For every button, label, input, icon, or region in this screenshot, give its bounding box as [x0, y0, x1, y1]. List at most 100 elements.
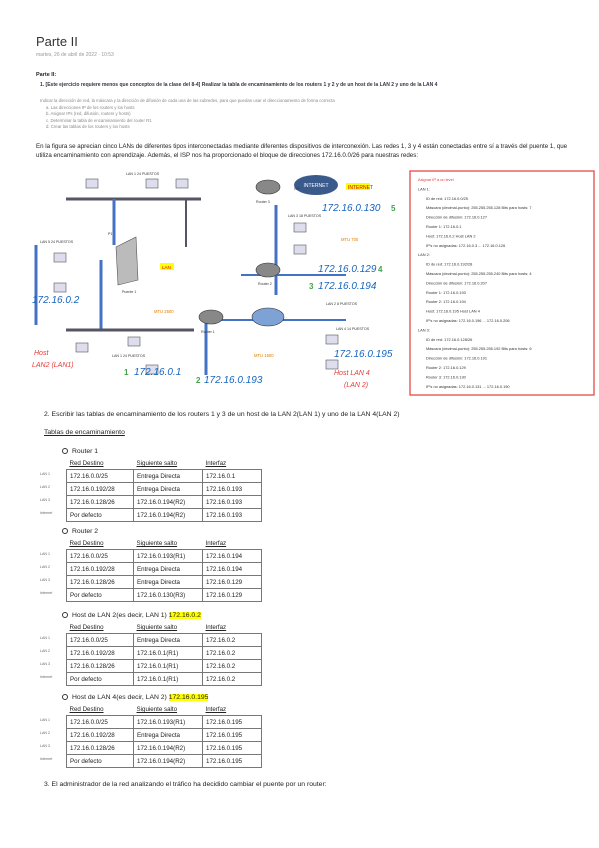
- router2-label: Router 2: [258, 282, 272, 286]
- table-cell: 172.16.0.194(R2): [133, 741, 203, 755]
- bullet: Indicar la dirección de red, la máscara …: [40, 98, 335, 103]
- bullet-icon: [62, 528, 68, 535]
- column-header: Interfaz: [205, 540, 227, 547]
- table-cell: Entrega Directa: [133, 482, 203, 496]
- row-side-label: Internet: [40, 675, 53, 679]
- internet-label: INTERNET: [304, 183, 329, 189]
- row-side-label: LAN 3: [40, 498, 50, 502]
- table-cell: Entrega Directa: [133, 562, 203, 576]
- diagram-note: ID de red: 172.16.0.192/28: [426, 262, 472, 267]
- table-cell: 172.16.0.193(R1): [133, 715, 203, 729]
- table-title: Host de LAN 4(es decir, LAN 2): [72, 694, 169, 701]
- router3-label: Router 3: [256, 200, 270, 204]
- table-cell: 172.16.0.192/28: [66, 482, 134, 496]
- hw-ip-r2a: 172.16.0.129: [318, 264, 377, 275]
- table-cell: 172.16.0.129: [202, 575, 262, 589]
- diagram-note: Router 3: 172.16.0.130: [426, 374, 467, 379]
- diagram-note: Dirección de difusión: 172.16.0.127: [426, 215, 487, 220]
- highlighted-ip: 172.16.0.2: [168, 612, 201, 619]
- table-cell: 172.16.0.2: [202, 633, 262, 647]
- table-cell: 172.16.0.128/26: [66, 741, 134, 755]
- diagram-note: Router 2: 172.16.0.194: [426, 299, 467, 304]
- table-title: Host de LAN 2(es decir, LAN 1): [72, 612, 169, 619]
- row-side-label: LAN 3: [40, 578, 50, 582]
- table-cell: Por defecto: [66, 754, 134, 768]
- table-cell: 172.16.0.1(R1): [133, 646, 203, 660]
- hw-ip-host4: 172.16.0.195: [334, 349, 393, 360]
- table-cell: 172.16.0.194(R2): [133, 754, 203, 768]
- bullet: d. Crear las tablas de los routers y los…: [46, 124, 130, 129]
- table-title: Router 1: [72, 448, 99, 455]
- table-cell: Entrega Directa: [133, 633, 203, 647]
- hw-ip-r1a: 172.16.0.1: [134, 367, 181, 378]
- table-cell: 172.16.0.194: [202, 549, 262, 563]
- table-cell: 172.16.0.129: [202, 588, 262, 602]
- network-diagram: INTERNET INTERNET LAN LAN 1 24 PUESTOS L…: [32, 170, 595, 396]
- table-cell: 172.16.0.0/25: [66, 715, 134, 729]
- row-side-label: Internet: [40, 591, 53, 595]
- table-cell: 172.16.0.194: [202, 562, 262, 576]
- diagram-note: Host: 172.16.0.2 Host LAN 2: [426, 233, 476, 238]
- hw-num-5: 5: [391, 204, 396, 213]
- table-cell: Entrega Directa: [133, 469, 203, 483]
- diagram-note: Host: 172.16.0.195 Host LAN 4: [426, 309, 481, 314]
- bullet-icon: [62, 694, 68, 701]
- lan5b-label: LAN 1 24 PUESTOS: [112, 354, 146, 358]
- table-cell: 172.16.0.1(R1): [133, 659, 203, 673]
- hw-ip-r3: 172.16.0.130: [322, 203, 381, 214]
- mtu2500-label: MTU 2500: [154, 309, 174, 314]
- row-side-label: LAN 1: [40, 636, 50, 640]
- lan-tag: LAN: [162, 265, 171, 270]
- column-header: Interfaz: [205, 706, 227, 713]
- table-cell: 172.16.0.2: [202, 659, 262, 673]
- diagram-note: Router 2: 172.16.0.129: [426, 365, 466, 370]
- table-cell: 172.16.0.192/28: [66, 728, 134, 742]
- table-cell: 172.16.0.128/26: [66, 495, 134, 509]
- diagram-note: LAN 1:: [418, 186, 430, 191]
- hw-num-1: 1: [124, 368, 129, 377]
- row-side-label: LAN 1: [40, 472, 50, 476]
- hw-host-lan4-b: (LAN 2): [344, 382, 368, 389]
- diagram-note: Dirección de difusión: 172.16.0.207: [426, 280, 487, 285]
- hw-num-3: 3: [309, 282, 314, 291]
- column-header: Interfaz: [205, 624, 227, 631]
- table-cell: 172.16.0.193: [202, 495, 262, 509]
- table-cell: 172.16.0.0/25: [66, 469, 134, 483]
- isp-label: ISP: [294, 187, 300, 191]
- diagram-note: IP's no asignadas: 172.16.0.131 ... 172.…: [426, 384, 510, 389]
- mtu1500-label: MTU 1500: [254, 353, 274, 358]
- diagram-note: Máscara (decimal-punto): 255.255.255.128…: [426, 205, 532, 210]
- highlighted-ip: 172.16.0.195: [168, 694, 209, 701]
- question-1-bullets: Indicar la dirección de red, la máscara …: [40, 98, 570, 131]
- diagram-note: Máscara (decimal-punto): 255.255.255.240…: [426, 271, 532, 276]
- diagram-note: IP's no asignadas: 172.16.0.196 ... 172.…: [426, 318, 510, 323]
- tables-title: Tablas de encaminamiento: [44, 429, 125, 436]
- column-header: Siguiente salto: [136, 706, 178, 713]
- table-section-title: Router 2: [62, 528, 98, 535]
- diagram-note: IP's no asignadas: 172.16.0.3 ... 172.16…: [426, 243, 505, 248]
- hw-host-lan2-a: Host: [34, 350, 49, 357]
- column-header: Red Destino: [69, 706, 104, 713]
- row-side-label: LAN 1: [40, 718, 50, 722]
- bullet-icon: [62, 612, 68, 619]
- hw-num-2: 2: [196, 376, 201, 385]
- table-section-title: Router 1: [62, 448, 98, 455]
- row-side-label: LAN 1: [40, 552, 50, 556]
- hw-ip-host2: 172.16.0.2: [32, 295, 80, 306]
- row-side-label: LAN 3: [40, 744, 50, 748]
- lan2-label: LAN 2 8 PUESTOS: [326, 302, 358, 306]
- bullet-icon: [62, 448, 68, 455]
